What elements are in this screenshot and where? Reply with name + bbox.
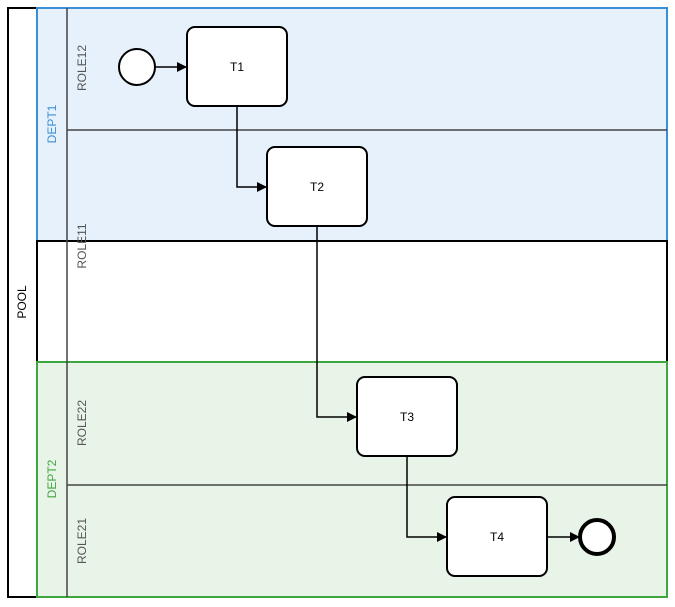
- role21-label: ROLE21: [75, 518, 89, 564]
- flow-t3-to-t4[interactable]: [406, 456, 447, 542]
- task-t3[interactable]: T3: [356, 376, 458, 457]
- task-t2[interactable]: T2: [266, 146, 368, 227]
- task-t1-label: T1: [230, 60, 244, 74]
- dept2-label: DEPT2: [45, 459, 59, 498]
- role12-label: ROLE12: [75, 45, 89, 91]
- task-t1-box[interactable]: [186, 26, 288, 107]
- flow-t1-to-t2[interactable]: [236, 106, 267, 192]
- end-event[interactable]: [578, 518, 616, 556]
- task-t2-label: T2: [310, 180, 324, 194]
- task-t3-label: T3: [400, 410, 414, 424]
- flow-t2-to-t3[interactable]: [316, 226, 357, 422]
- task-t3-box[interactable]: [356, 376, 458, 457]
- dept2-border: [36, 361, 668, 598]
- role22-label: ROLE22: [75, 400, 89, 446]
- pool-label: POOL: [15, 285, 29, 319]
- task-t2-box[interactable]: [266, 146, 368, 227]
- start-event[interactable]: [118, 48, 156, 86]
- pool-header[interactable]: [7, 7, 38, 598]
- role11-label: ROLE11: [75, 223, 89, 268]
- task-t4-box[interactable]: [446, 496, 548, 577]
- task-t1[interactable]: T1: [186, 26, 288, 107]
- task-t4-label: T4: [490, 530, 504, 544]
- task-t4[interactable]: T4: [446, 496, 548, 577]
- middle-lane[interactable]: [37, 241, 667, 362]
- dept2-lane[interactable]: [37, 362, 667, 597]
- dept1-label: DEPT1: [45, 104, 59, 143]
